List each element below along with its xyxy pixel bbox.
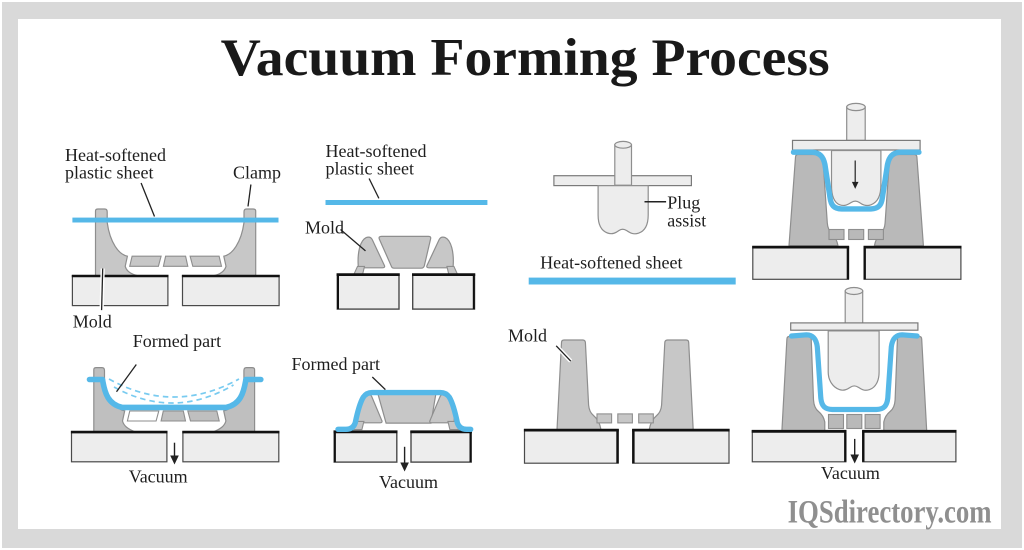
- svg-text:Plug: Plug: [667, 193, 700, 213]
- svg-text:Mold: Mold: [508, 326, 547, 346]
- svg-text:plastic sheet: plastic sheet: [326, 159, 414, 179]
- svg-text:Formed part: Formed part: [292, 354, 380, 374]
- svg-text:Mold: Mold: [305, 218, 344, 238]
- svg-text:Heat-softened sheet: Heat-softened sheet: [540, 253, 682, 273]
- svg-text:plastic sheet: plastic sheet: [65, 163, 153, 183]
- svg-text:assist: assist: [667, 211, 706, 231]
- svg-text:Heat-softened: Heat-softened: [326, 141, 427, 161]
- svg-text:Vacuum: Vacuum: [821, 463, 880, 483]
- svg-text:Formed part: Formed part: [133, 331, 221, 351]
- svg-text:Clamp: Clamp: [233, 163, 281, 183]
- svg-text:Heat-softened: Heat-softened: [65, 145, 166, 165]
- svg-text:IQSdirectory.com: IQSdirectory.com: [788, 495, 992, 531]
- svg-text:Vacuum: Vacuum: [129, 466, 188, 486]
- svg-text:Vacuum Forming Process: Vacuum Forming Process: [221, 29, 830, 87]
- svg-text:Vacuum: Vacuum: [379, 472, 438, 492]
- svg-text:Mold: Mold: [73, 312, 112, 332]
